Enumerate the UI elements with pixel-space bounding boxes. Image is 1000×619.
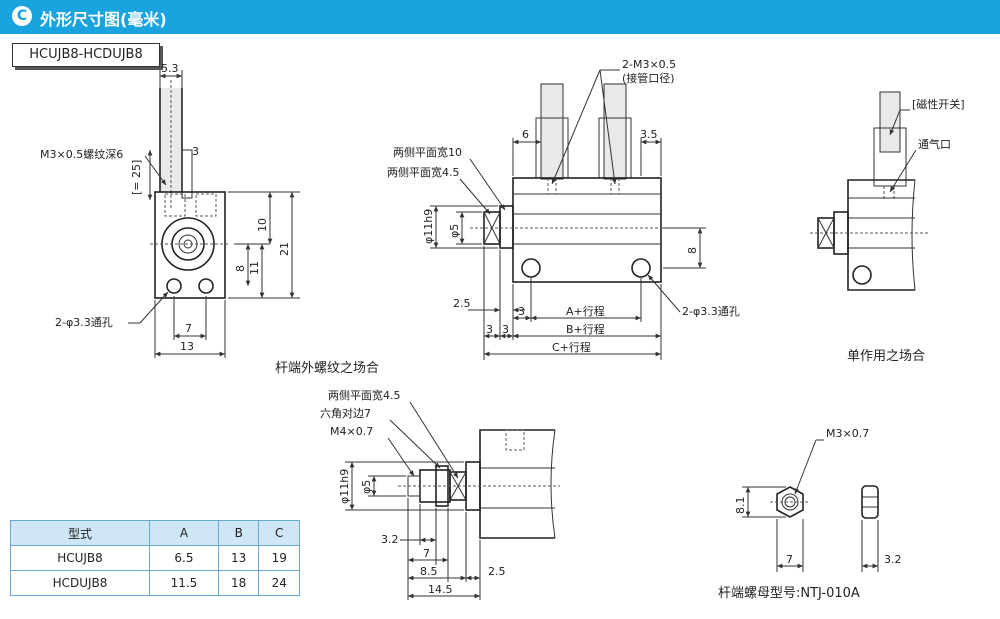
dim-3-5: 3.5 [640,128,658,141]
cylinder-body-right [847,179,915,291]
hex-nut-side [861,485,879,519]
dim-3-2-bottom: 3.2 [381,533,399,546]
dim-5-3: 5.3 [161,62,179,75]
table-cell-model: HCDUJB8 [10,570,150,596]
note-through-hole-left: 2-φ3.3通孔 [55,316,113,329]
dim-7-bottom: 7 [423,547,430,560]
dim-21: 21 [278,242,291,256]
caption-single-acting: 单作用之场合 [847,349,925,364]
hex-nut-bottom [435,465,449,507]
dim-3-c: 3 [502,323,509,336]
table-row: HCUJB8 6.5 13 19 [10,545,300,571]
note-hex-7: 六角对边7 [320,406,371,420]
dim-8-5-bottom: 8.5 [420,565,438,578]
dim-phi5-mid: φ5 [448,224,461,238]
table-cell-c: 24 [258,570,300,596]
dim-13: 13 [180,340,194,353]
cylinder-body-bottom [479,429,555,539]
note-flat-4-5-bottom: 两侧平面宽4.5 [328,388,401,402]
mount-hole-right-view [852,265,872,285]
dim-6: 6 [522,128,529,141]
dim-3-b: 3 [486,323,493,336]
dim-2-5-mid: 2.5 [453,297,471,310]
caption-rod-thread: 杆端外螺纹之场合 [275,361,379,376]
dim-3: 3 [192,145,199,158]
middle-front-view: 6 3.5 φ11h9 φ5 8 2.5 3 A+行程 3 [387,58,740,360]
dim-phi5-bottom: φ5 [360,480,373,494]
dim-14-5-bottom: 14.5 [428,583,453,596]
table-cell-c: 19 [258,545,300,571]
note-m3-thread-nut: M3×0.7 [826,427,869,440]
left-side-view: 5.3 3 [= 25] 10 21 8 11 7 13 M3×0.5螺纹深6 … [40,62,300,358]
model-label: HCUJB8-HCDUJB8 [12,43,160,67]
table-header-a: A [148,520,219,546]
mount-hole-mid-left [521,258,541,278]
dim-c-stroke: C+行程 [552,341,591,354]
nut-view: 8.1 7 3.2 M3×0.7 [734,427,902,572]
bottom-rod-end-view: φ11h9 φ5 3.2 7 8.5 2.5 14.5 两侧平面宽4.5 六角对… [320,388,560,600]
dim-7-nut: 7 [786,553,793,566]
dim-3-2-nut: 3.2 [884,553,902,566]
table-header-model: 型式 [10,520,150,546]
table-row: HCDUJB8 11.5 18 24 [10,570,300,596]
dim-2-5-bottom: 2.5 [488,565,506,578]
table-cell-b: 18 [217,570,260,596]
note-m4-thread: M4×0.7 [330,425,373,438]
hex-nut-front [776,486,804,518]
dim-a-stroke: A+行程 [566,305,605,318]
cylinder-body-left [154,191,226,299]
note-port-size: (接管口径) [622,71,675,85]
note-magnetic-switch: [磁性开关] [912,97,965,111]
table-cell-a: 11.5 [148,570,219,596]
note-through-hole-mid: 2-φ3.3通孔 [682,305,740,318]
table-header-b: B [217,520,260,546]
note-thread-depth: M3×0.5螺纹深6 [40,147,123,161]
right-single-acting-view: [磁性开关] 通气口 [810,91,965,291]
dim-b-stroke: B+行程 [566,323,605,336]
rod-end-mid [499,205,514,249]
dim-8-mid: 8 [686,247,699,254]
caption-nut-model: 杆端螺母型号:NTJ-010A [718,586,860,601]
dimension-table: 型式 A B C HCUJB8 6.5 13 19 HCDUJB8 11.5 1… [10,520,300,596]
dim-8: 8 [234,265,247,272]
note-vent: 通气口 [918,137,951,151]
table-cell-model: HCUJB8 [10,545,150,571]
mount-hole-left [166,278,182,294]
dim-3-a: 3 [518,305,525,318]
dim-8-1-nut: 8.1 [734,497,747,515]
section-title: 外形尺寸图(毫米) [40,10,167,29]
dim-phi11h9-bottom: φ11h9 [338,469,351,504]
note-flat-4-5-mid: 两侧平面宽4.5 [387,165,460,179]
table-header-c: C [258,520,300,546]
dim-11: 11 [248,261,261,275]
dim-phi11h9-mid: φ11h9 [422,209,435,244]
note-ports: 2-M3×0.5 [622,58,676,71]
mount-hole-mid-right [631,258,651,278]
table-cell-b: 13 [217,545,260,571]
note-flat-10: 两侧平面宽10 [393,145,462,159]
table-header-row: 型式 A B C [10,520,300,546]
dim-10: 10 [256,218,269,232]
section-c-icon: C [12,6,32,26]
mount-hole-right [198,278,214,294]
dim-7: 7 [185,322,192,335]
section-header: C 外形尺寸图(毫米) [0,0,1000,34]
dim-eq-25: [= 25] [130,160,143,195]
table-cell-a: 6.5 [148,545,219,571]
